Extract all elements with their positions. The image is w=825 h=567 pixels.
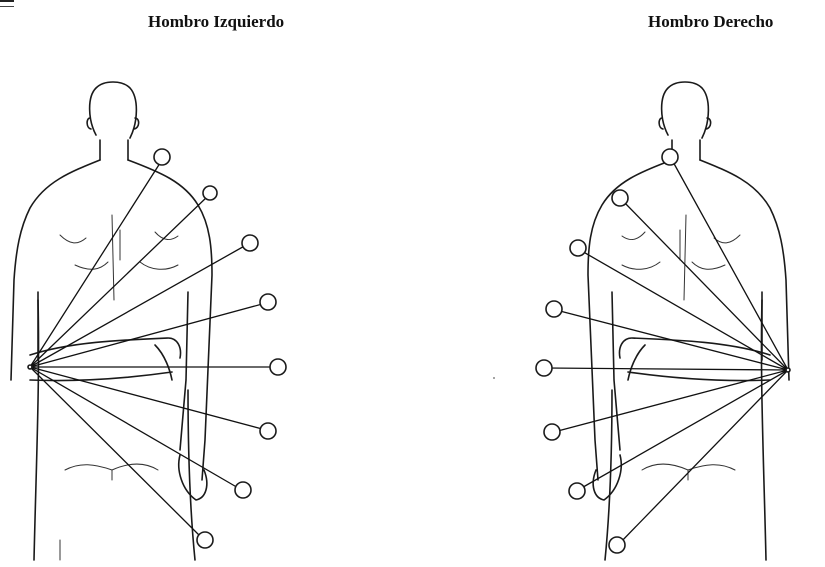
left-marker-8: [197, 532, 213, 548]
right-body-outline: [588, 82, 789, 560]
right-marker-6: [544, 424, 560, 440]
left-shoulder-origin: [28, 365, 32, 369]
right-markers: [536, 149, 790, 553]
right-marker-8: [609, 537, 625, 553]
left-marker-1: [154, 149, 170, 165]
left-shoulder-figure: [11, 82, 286, 560]
right-marker-3: [570, 240, 586, 256]
left-marker-3: [242, 235, 258, 251]
right-marker-5: [536, 360, 552, 376]
left-marker-2: [203, 186, 217, 200]
left-marker-7: [235, 482, 251, 498]
left-marker-6: [260, 423, 276, 439]
speck: [493, 377, 495, 379]
right-marker-1: [662, 149, 678, 165]
right-marker-7: [569, 483, 585, 499]
left-marker-5: [270, 359, 286, 375]
right-marker-4: [546, 301, 562, 317]
left-markers: [28, 149, 286, 548]
right-shoulder-figure: [536, 82, 790, 560]
right-shoulder-origin: [786, 368, 790, 372]
right-marker-2: [612, 190, 628, 206]
left-marker-4: [260, 294, 276, 310]
left-ray-lines: [30, 160, 274, 540]
